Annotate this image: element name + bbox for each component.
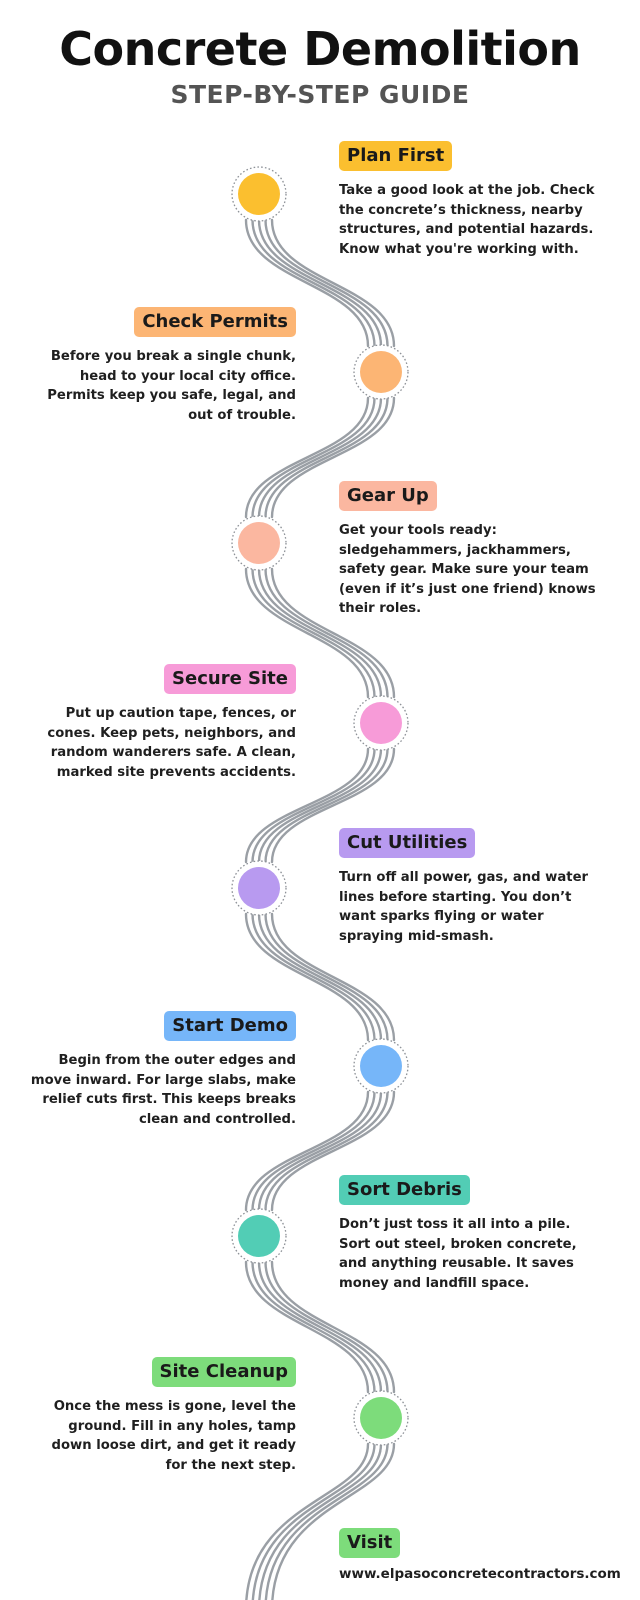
step-7-badge: Sort Debris bbox=[339, 1175, 470, 1205]
step-2-node-dot bbox=[360, 351, 402, 393]
step-4: Secure Site Put up caution tape, fences,… bbox=[30, 664, 296, 782]
step-5-node-dot bbox=[238, 867, 280, 909]
step-2: Check Permits Before you break a single … bbox=[30, 307, 296, 425]
road-segment bbox=[264, 1090, 389, 1212]
road-segment bbox=[244, 218, 370, 348]
road-segment bbox=[270, 747, 396, 864]
road-segment bbox=[270, 567, 396, 699]
road-segment bbox=[257, 1090, 383, 1212]
road-segment bbox=[251, 567, 376, 699]
step-1-description: Take a good look at the job. Check the c… bbox=[339, 183, 595, 257]
road-segment bbox=[244, 747, 370, 864]
road-segment bbox=[264, 396, 389, 519]
step-1-node-dot bbox=[238, 173, 280, 215]
road-segment bbox=[257, 218, 383, 348]
step-6-node-dot bbox=[360, 1045, 402, 1087]
road-segment bbox=[271, 1442, 396, 1600]
step-7: Sort Debris Don’t just toss it all into … bbox=[339, 1175, 604, 1293]
step-5: Cut Utilities Turn off all power, gas, a… bbox=[339, 828, 604, 946]
step-3-node-dot bbox=[238, 522, 280, 564]
step-1-badge: Plan First bbox=[339, 141, 453, 171]
step-6-badge: Start Demo bbox=[164, 1011, 296, 1041]
road-segment bbox=[245, 1442, 370, 1600]
visit-badge: Visit bbox=[339, 1528, 401, 1558]
step-5-badge: Cut Utilities bbox=[339, 828, 476, 858]
road-segment bbox=[244, 1260, 370, 1394]
road-segment bbox=[244, 567, 370, 699]
step-7-description: Don’t just toss it all into a pile. Sort… bbox=[339, 1217, 577, 1291]
visit-section: Visit www.elpasoconcretecontractors.com bbox=[339, 1528, 621, 1582]
step-4-badge: Secure Site bbox=[164, 664, 296, 694]
step-8-badge: Site Cleanup bbox=[151, 1357, 296, 1387]
road-segment bbox=[251, 218, 376, 348]
road-segment bbox=[270, 1090, 396, 1212]
road-segment bbox=[264, 912, 389, 1042]
website-link[interactable]: www.elpasoconcretecontractors.com bbox=[339, 1566, 621, 1582]
step-3-badge: Gear Up bbox=[339, 481, 437, 511]
step-7-node-dot bbox=[238, 1215, 280, 1257]
road-segment bbox=[257, 567, 383, 699]
road-segment bbox=[251, 396, 376, 519]
step-4-description: Put up caution tape, fences, or cones. K… bbox=[47, 706, 296, 780]
road-segment bbox=[251, 912, 376, 1042]
step-5-description: Turn off all power, gas, and water lines… bbox=[339, 870, 589, 944]
road-segment bbox=[270, 1260, 396, 1394]
road-segment bbox=[264, 218, 389, 348]
step-1: Plan First Take a good look at the job. … bbox=[339, 141, 604, 259]
step-8-node-dot bbox=[360, 1397, 402, 1439]
road-segment bbox=[264, 1260, 389, 1394]
road-segment bbox=[244, 396, 370, 519]
road-segment bbox=[257, 1260, 383, 1394]
road-segment bbox=[258, 1442, 383, 1600]
road-segment bbox=[264, 747, 389, 864]
step-4-node-dot bbox=[360, 702, 402, 744]
step-2-badge: Check Permits bbox=[134, 307, 296, 337]
road-segment bbox=[244, 912, 370, 1042]
page-subtitle: STEP-BY-STEP GUIDE bbox=[170, 80, 470, 109]
road-segment bbox=[257, 912, 383, 1042]
step-3: Gear Up Get your tools ready: sledgehamm… bbox=[339, 481, 604, 619]
page-title: Concrete Demolition bbox=[59, 22, 581, 76]
step-3-description: Get your tools ready: sledgehammers, jac… bbox=[339, 523, 596, 616]
road-segment bbox=[257, 396, 383, 519]
road-segment bbox=[270, 912, 396, 1042]
step-6: Start Demo Begin from the outer edges an… bbox=[30, 1011, 296, 1129]
step-8-description: Once the mess is gone, level the ground.… bbox=[51, 1399, 296, 1473]
step-2-description: Before you break a single chunk, head to… bbox=[47, 349, 296, 423]
road-segment bbox=[251, 1090, 376, 1212]
road-segment bbox=[251, 747, 376, 864]
road-segment bbox=[264, 1442, 389, 1600]
step-6-description: Begin from the outer edges and move inwa… bbox=[30, 1053, 296, 1127]
road-segment bbox=[270, 396, 396, 519]
road-segment bbox=[251, 1260, 376, 1394]
road-segment bbox=[264, 567, 389, 699]
road-segment bbox=[251, 1442, 376, 1600]
road-segment bbox=[270, 218, 396, 348]
road-segment bbox=[257, 747, 383, 864]
step-8: Site Cleanup Once the mess is gone, leve… bbox=[30, 1357, 296, 1475]
road-segment bbox=[244, 1090, 370, 1212]
